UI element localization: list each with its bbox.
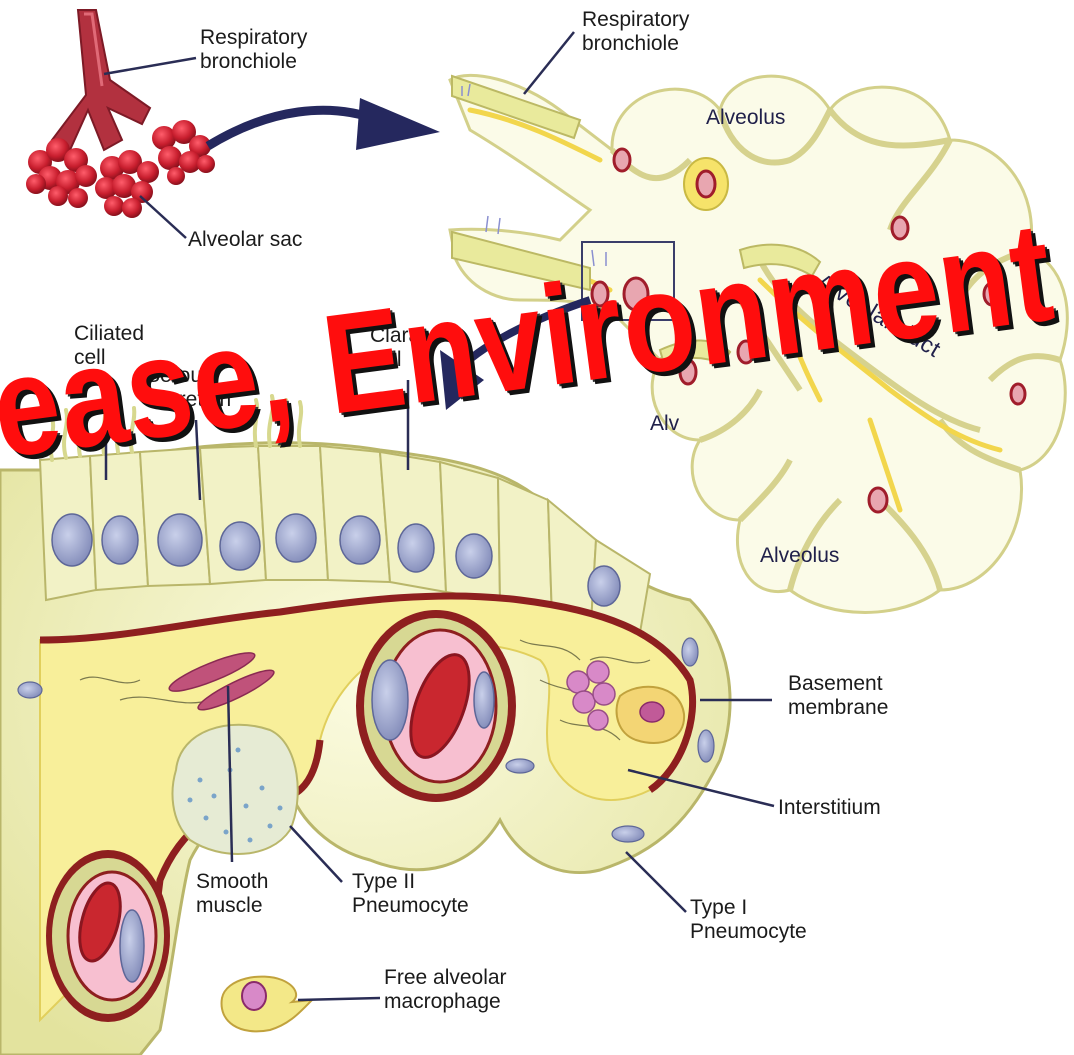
- type2-pneumocyte-shape: [173, 725, 298, 854]
- leader-line-resp-bronchiole-b: [524, 32, 574, 94]
- free-alveolar-macrophage-shape: [222, 977, 312, 1032]
- alveolar-sac-cluster-left: [26, 138, 97, 208]
- label-alveolar-sac: Alveolar sac: [188, 228, 302, 252]
- alveolar-sac-cluster-right: [152, 120, 215, 185]
- alveolar-sac-cluster-middle: [95, 150, 159, 218]
- label-interstitium: Interstitium: [778, 796, 881, 820]
- label-alveolus-top: Alveolus: [706, 106, 785, 130]
- label-alveolus-bottom: Alveolus: [760, 544, 839, 568]
- capillary-center: [356, 610, 516, 802]
- bronchiole-tree-illustration: [26, 10, 215, 218]
- label-alveolus-partial: Alv: [650, 412, 679, 436]
- capillary-lower-left: [46, 850, 170, 1022]
- arrow-to-alveoli: [208, 98, 440, 150]
- interstitial-macrophage: [617, 687, 685, 743]
- detail-cross-section: [0, 396, 730, 1055]
